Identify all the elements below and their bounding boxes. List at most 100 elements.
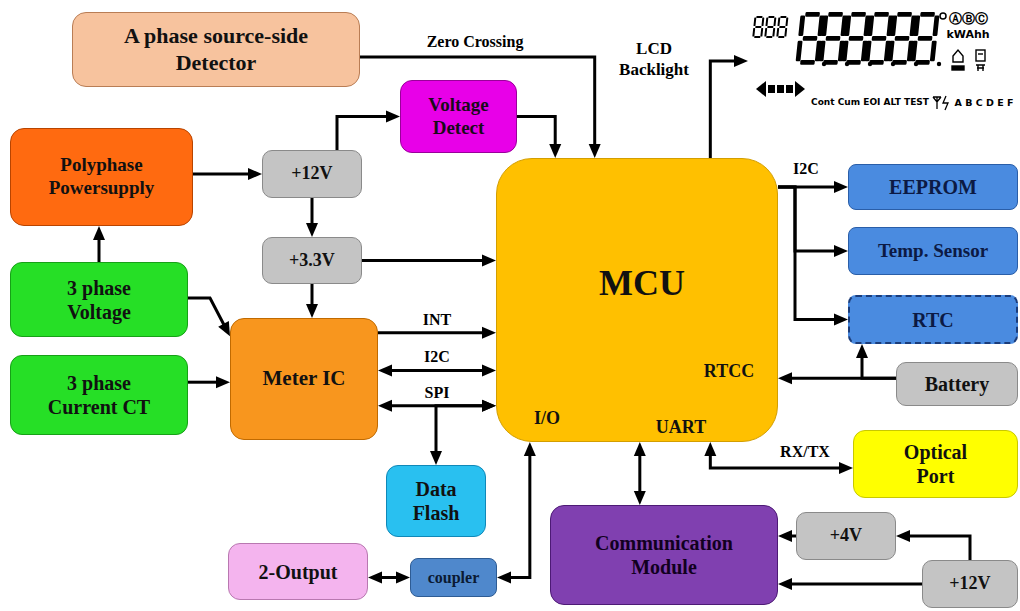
port-box: Optical Port [853,430,1018,498]
box-label: Battery [906,372,1008,396]
arrow-head [704,442,716,456]
arrow-head [306,304,318,318]
connector [778,578,922,590]
box-label: +12V [932,573,1008,595]
connector-line [388,369,486,372]
connector-line [507,452,530,578]
box-label: I/O [534,409,560,429]
connector [360,57,601,158]
arrow-head [497,572,511,584]
arrow-head [482,364,496,376]
arrow-head [634,442,646,456]
connector-line [362,259,486,262]
large-digits [795,12,941,66]
voltage-rail-box: +12V [262,150,362,198]
output-box: 2-Output [228,543,368,600]
connector-line [778,187,838,251]
connector-line [337,117,390,151]
box-label: A B C D E F [955,98,1014,108]
box-label: A phase source-side Detector [101,23,331,76]
coupler-box: coupler [410,558,497,597]
connector-line [638,452,641,495]
box-label: 2-Output [238,560,358,584]
edge-label: SPI [423,384,452,402]
detector-box: A phase source-side Detector [72,12,360,87]
box-label: Communication Module [584,531,744,579]
memory-box: Data Flash [386,465,486,537]
arrow-head [549,144,561,158]
arrow-head [396,572,410,584]
arrow-head [778,578,792,590]
voltage-rail-box: +3.3V [262,237,362,284]
arrow-head [834,314,848,326]
peripheral-box: EEPROM [848,164,1018,210]
arrow-head [378,400,392,412]
box-label: coupler [420,568,487,587]
connector-line [517,117,555,149]
arrow-head [634,491,646,505]
connector [430,400,496,465]
voltage-rail-box: +12V [922,560,1018,608]
arrow-head [482,400,496,412]
box-label: 3 phase Voltage [39,276,159,324]
arrow-head [378,364,392,376]
arrow-head [589,144,601,158]
input-box: 3 phase Current CT [10,355,188,435]
box-label: Cont Cum EOI ALT TEST [811,98,929,108]
connector [188,298,230,336]
arrow-head [482,327,496,339]
antenna-symbols [933,96,948,110]
small-digits [752,16,788,38]
connector [778,530,796,542]
connector [93,226,105,262]
connector [778,187,848,257]
arrow-head [778,372,792,384]
box-label: +3.3V [272,250,352,272]
arrow-head [368,572,382,584]
connector [362,255,496,267]
power-supply-box: Polyphase Powersupply [10,128,193,226]
box-label: Polyphase Powersupply [22,154,182,200]
arrow-head [218,321,230,336]
arrow-head [216,376,230,388]
edge-label: RX/TX [778,443,832,461]
connector-line [188,298,225,327]
connector-line [193,173,252,176]
degree-mark [940,13,946,19]
box-label: +4V [806,525,886,547]
connector-line [311,198,314,227]
connector [634,442,646,505]
connector-line [710,61,738,158]
box-label: kWAhh [946,29,989,41]
connector [306,284,318,318]
arrow-head [93,226,105,240]
process-box: Voltage Detect [400,80,517,153]
connector-line [378,331,486,334]
arrow-head [778,530,792,542]
connector-line [906,536,970,560]
connector-line [436,406,486,455]
connector [896,530,970,560]
connector [778,187,848,326]
arrow-head [834,181,848,193]
edge-label: INT [421,311,453,329]
module-box: Communication Module [550,505,778,605]
box-label: EEPROM [858,175,1008,199]
connector [193,168,262,180]
optional-peripheral-box: RTC [848,295,1018,344]
arrow-head [839,462,853,474]
arrow-head [856,344,868,358]
arrow-head [524,442,536,456]
arrow-head [306,223,318,237]
connector [378,364,496,376]
box-label: Meter IC [240,366,368,391]
edge-label: I2C [791,160,821,178]
status-icons [952,50,985,71]
box-label: Temp. Sensor [858,240,1008,263]
mcu-box: MCURTCCUARTI/O [496,158,778,442]
connector [188,376,230,388]
connector [704,442,853,474]
connector-line [788,583,922,586]
arrow-symbol [756,81,805,97]
connector-line [778,187,838,320]
